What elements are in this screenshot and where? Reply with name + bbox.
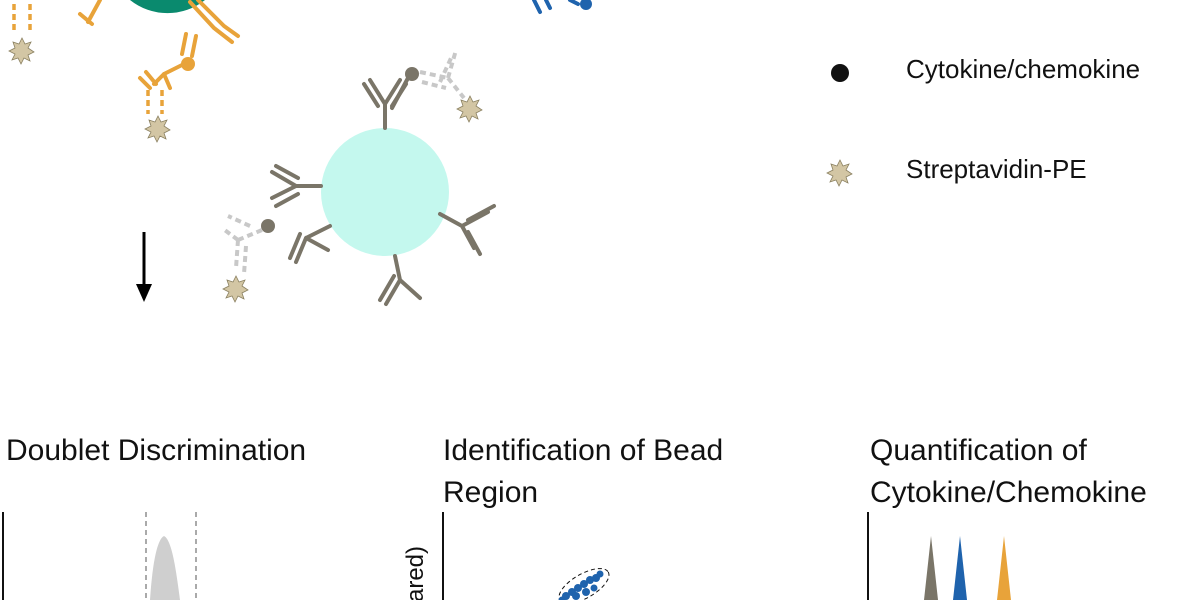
peak-gray bbox=[924, 536, 938, 600]
orange-antibodies bbox=[78, 0, 240, 90]
plot-doublet bbox=[2, 512, 197, 600]
star-icon bbox=[456, 95, 483, 123]
histogram-peak bbox=[150, 536, 180, 600]
peak-blue bbox=[953, 536, 967, 600]
scatter-points bbox=[558, 570, 604, 600]
teal-bead-group bbox=[12, 0, 240, 114]
gray-antibodies bbox=[270, 76, 496, 306]
light-bead-group bbox=[8, 37, 496, 306]
star-icon bbox=[826, 159, 853, 187]
light-bead bbox=[321, 128, 449, 256]
legend-label-streptavidin: Streptavidin-PE bbox=[906, 154, 1087, 184]
star-icon bbox=[8, 37, 35, 65]
section-title-doublet: Doublet Discrimination bbox=[6, 434, 307, 467]
teal-bead bbox=[130, 0, 205, 14]
cytokine-dot-gray-left bbox=[261, 219, 275, 233]
section-title-quantification: Quantification of Cytokine/Chemokine bbox=[870, 434, 1147, 509]
section-title-bead-region: Identification of Bead Region bbox=[443, 434, 724, 509]
plot-quantification bbox=[867, 512, 1011, 600]
star-icon bbox=[144, 115, 171, 143]
peak-orange bbox=[997, 536, 1011, 600]
legend-label-cytokine: Cytokine/chemokine bbox=[906, 54, 1141, 84]
ylabel-container: ared) bbox=[398, 520, 438, 600]
down-arrow-icon bbox=[136, 232, 152, 302]
orange-dashed-antibodies bbox=[12, 4, 164, 114]
plot2-ylabel: ared) bbox=[402, 545, 429, 600]
gray-dashed-antibodies bbox=[220, 49, 466, 275]
gate-ellipse bbox=[558, 568, 610, 600]
plot-bead-region bbox=[442, 512, 610, 600]
star-icon-group bbox=[8, 37, 483, 303]
dot-icon bbox=[831, 64, 849, 82]
star-icon bbox=[222, 275, 249, 303]
blue-antibody-fragment bbox=[532, 0, 592, 14]
cytokine-dot-gray-top bbox=[405, 67, 419, 81]
cytokine-dot-orange bbox=[181, 57, 195, 71]
